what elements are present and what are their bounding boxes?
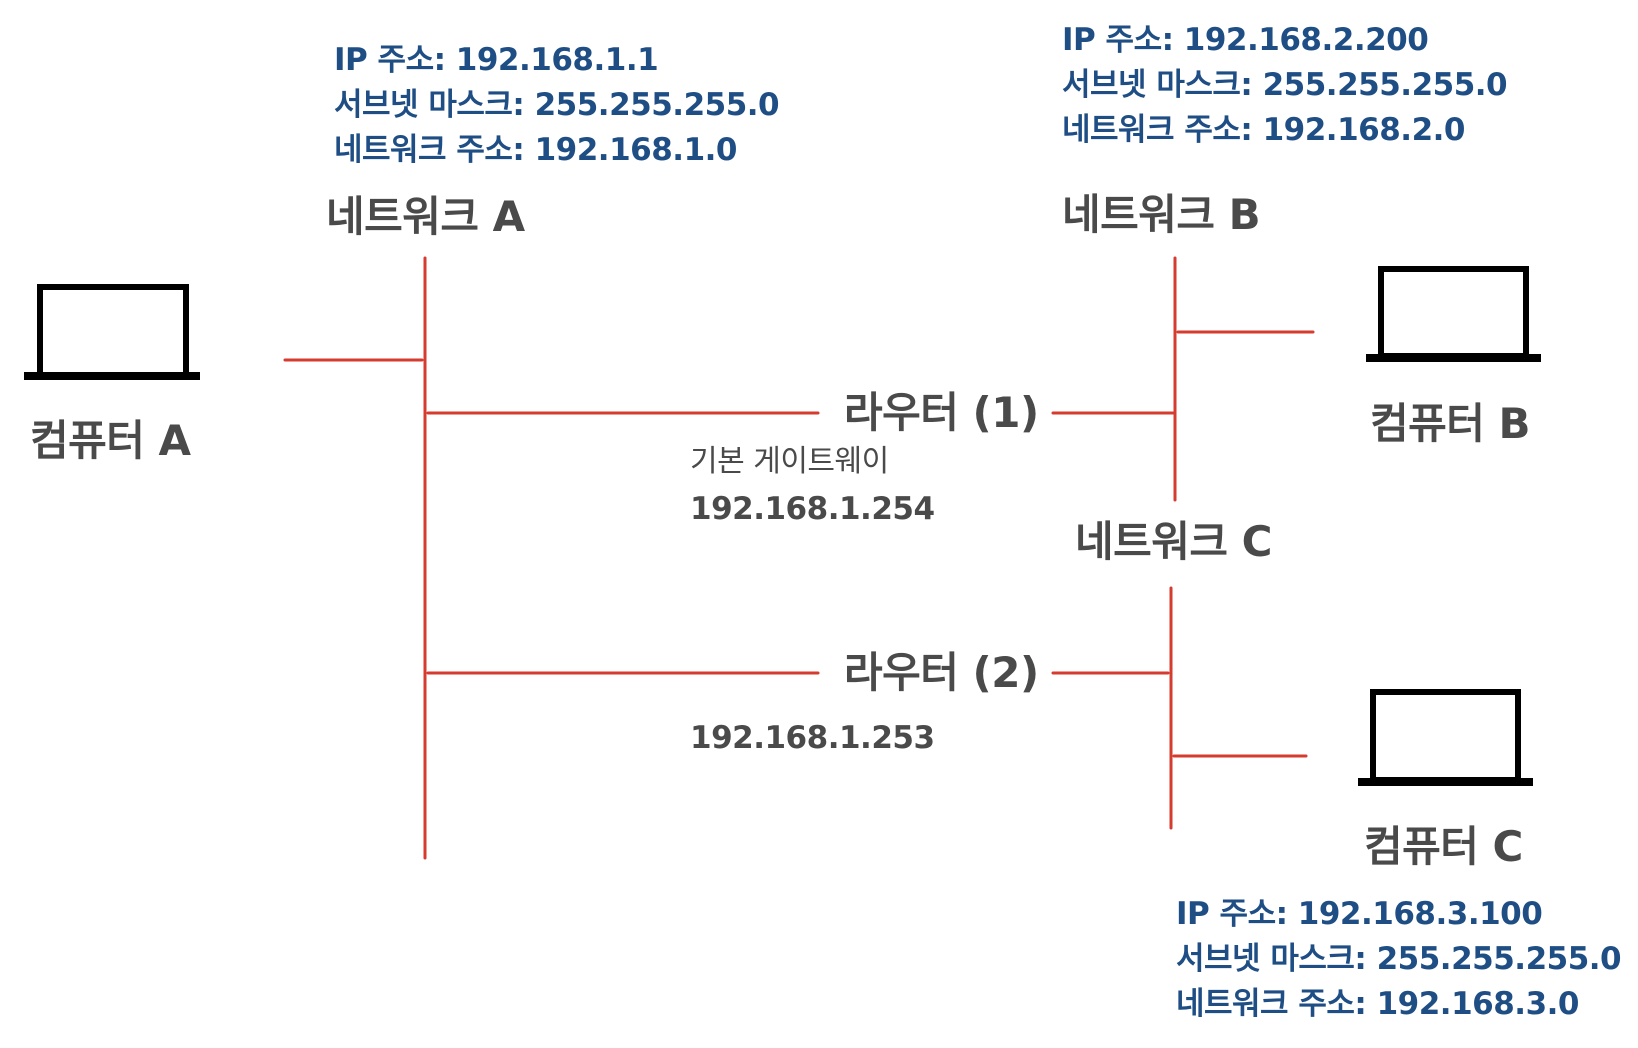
laptop-icon (24, 284, 200, 380)
laptop-icon (1358, 689, 1533, 786)
network-b-info: IP 주소: 192.168.2.200 서브넷 마스크: 255.255.25… (1062, 18, 1508, 153)
router-2-ip: 192.168.1.253 (690, 720, 935, 756)
router-1-label: 라우터 (1) (844, 388, 1039, 437)
router-2-label: 라우터 (2) (844, 648, 1039, 697)
computer-b-label: 컴퓨터 B (1370, 399, 1531, 448)
computer-a-label: 컴퓨터 A (30, 416, 191, 465)
network-b-address: 네트워크 주소: 192.168.2.0 (1062, 112, 1466, 148)
network-c-ip: IP 주소: 192.168.3.100 (1176, 896, 1543, 932)
network-c-label: 네트워크 C (1075, 517, 1273, 566)
network-a-ip: IP 주소: 192.168.1.1 (334, 42, 659, 78)
network-c-subnet: 서브넷 마스크: 255.255.255.0 (1176, 941, 1622, 977)
network-c-address: 네트워크 주소: 192.168.3.0 (1176, 986, 1580, 1022)
network-c-info: IP 주소: 192.168.3.100 서브넷 마스크: 255.255.25… (1176, 892, 1622, 1027)
router-1-note: 기본 게이트웨이 (690, 444, 889, 479)
network-a-info: IP 주소: 192.168.1.1 서브넷 마스크: 255.255.255.… (334, 38, 780, 173)
network-b-ip: IP 주소: 192.168.2.200 (1062, 22, 1429, 58)
router-1-ip: 192.168.1.254 (690, 491, 935, 527)
network-a-address: 네트워크 주소: 192.168.1.0 (334, 132, 738, 168)
network-b-subnet: 서브넷 마스크: 255.255.255.0 (1062, 67, 1508, 103)
network-a-label: 네트워크 A (326, 192, 525, 241)
laptop-icon (1366, 266, 1541, 362)
network-b-label: 네트워크 B (1062, 190, 1261, 239)
network-a-subnet: 서브넷 마스크: 255.255.255.0 (334, 87, 780, 123)
computer-c-label: 컴퓨터 C (1364, 822, 1523, 871)
